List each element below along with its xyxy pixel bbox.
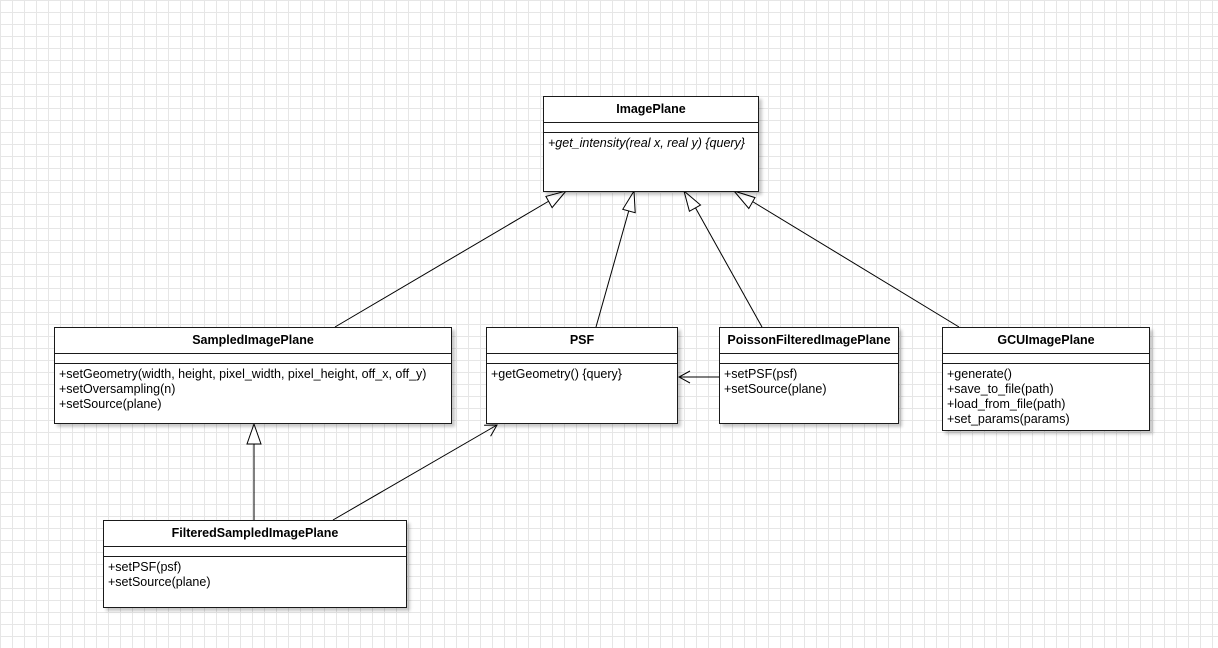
operation-set-geometry: +setGeometry(width, height, pixel_width,… — [59, 367, 427, 381]
attributes-compartment — [104, 547, 406, 557]
operation-set-source: +setSource(plane) — [108, 575, 211, 589]
generalization-psf-to-imageplane[interactable] — [595, 189, 636, 328]
association-filteredsampled-to-psf[interactable] — [332, 424, 498, 521]
attributes-compartment — [487, 354, 677, 364]
class-name: SampledImagePlane — [55, 328, 451, 354]
operation-set-psf: +setPSF(psf) — [724, 367, 798, 381]
operations-compartment: +generate() +save_to_file(path) +load_fr… — [943, 364, 1149, 427]
class-gcuimageplane[interactable]: GCUImagePlane +generate() +save_to_file(… — [942, 327, 1150, 431]
operation-set-psf: +setPSF(psf) — [108, 560, 182, 574]
operation-set-source: +setSource(plane) — [59, 397, 162, 411]
attributes-compartment — [720, 354, 898, 364]
generalization-filteredsampled-to-sampledimageplane[interactable] — [246, 422, 262, 520]
class-name: GCUImagePlane — [943, 328, 1149, 354]
operation-get-intensity: +get_intensity(real x, real y) {query} — [548, 136, 745, 150]
operation-generate: +generate() — [947, 367, 1012, 381]
operations-compartment: +setPSF(psf) +setSource(plane) — [104, 557, 406, 590]
generalization-gcuimageplane-to-imageplane[interactable] — [732, 190, 960, 328]
generalization-poissonfilteredimageplane-to-imageplane[interactable] — [683, 189, 763, 328]
class-imageplane[interactable]: ImagePlane +get_intensity(real x, real y… — [543, 96, 759, 192]
class-name: ImagePlane — [544, 97, 758, 123]
class-name: PoissonFilteredImagePlane — [720, 328, 898, 354]
class-sampledimageplane[interactable]: SampledImagePlane +setGeometry(width, he… — [54, 327, 452, 424]
class-psf[interactable]: PSF +getGeometry() {query} — [486, 327, 678, 424]
operation-get-geometry: +getGeometry() {query} — [491, 367, 622, 381]
association-poisson-to-psf[interactable] — [677, 370, 719, 384]
operations-compartment: +getGeometry() {query} — [487, 364, 677, 382]
operations-compartment: +setPSF(psf) +setSource(plane) — [720, 364, 898, 397]
class-poissonfilteredimageplane[interactable]: PoissonFilteredImagePlane +setPSF(psf) +… — [719, 327, 899, 424]
operation-save-to-file: +save_to_file(path) — [947, 382, 1054, 396]
class-filteredsampledimageplane[interactable]: FilteredSampledImagePlane +setPSF(psf) +… — [103, 520, 407, 608]
operation-set-params: +set_params(params) — [947, 412, 1070, 426]
operation-set-oversampling: +setOversampling(n) — [59, 382, 176, 396]
attributes-compartment — [544, 123, 758, 133]
attributes-compartment — [55, 354, 451, 364]
operations-compartment: +get_intensity(real x, real y) {query} — [544, 133, 758, 151]
operation-set-source: +setSource(plane) — [724, 382, 827, 396]
class-name: FilteredSampledImagePlane — [104, 521, 406, 547]
attributes-compartment — [943, 354, 1149, 364]
class-name: PSF — [487, 328, 677, 354]
generalization-sampledimageplane-to-imageplane[interactable] — [334, 190, 568, 328]
operation-load-from-file: +load_from_file(path) — [947, 397, 1066, 411]
operations-compartment: +setGeometry(width, height, pixel_width,… — [55, 364, 451, 412]
